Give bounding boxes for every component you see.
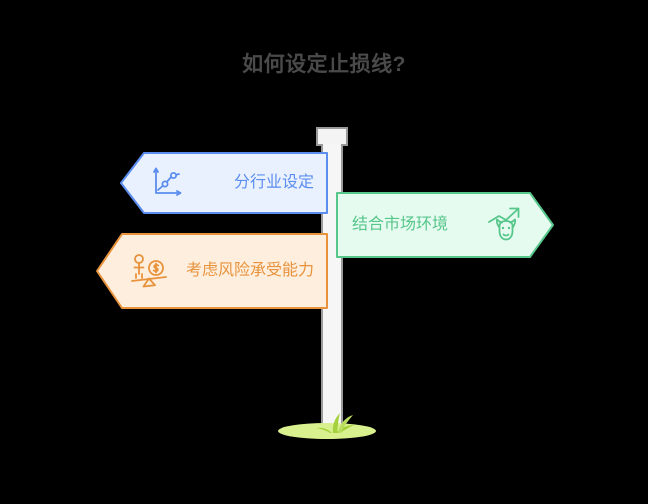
sign-shape-left-arrow (120, 152, 328, 214)
sign-label-blue: 分行业设定 (233, 174, 314, 191)
sign-label-orange: 考虑风险承受能力 (185, 262, 314, 279)
bull-market-trend-icon (488, 207, 520, 241)
sign-shape-right-arrow (336, 192, 554, 258)
sign-label-green: 结合市场环境 (352, 216, 449, 233)
line-chart-icon (153, 167, 182, 196)
sign-board-green[interactable]: 结合市场环境 (336, 192, 554, 258)
grass-mound-icon (278, 413, 376, 439)
sign-board-orange[interactable]: 考虑风险承受能力 (96, 233, 328, 309)
sign-shape-left-arrow (96, 233, 328, 309)
page-title: 如何设定止损线? (242, 53, 406, 76)
risk-balance-scale-icon (131, 254, 167, 288)
sign-board-blue[interactable]: 分行业设定 (120, 152, 328, 214)
